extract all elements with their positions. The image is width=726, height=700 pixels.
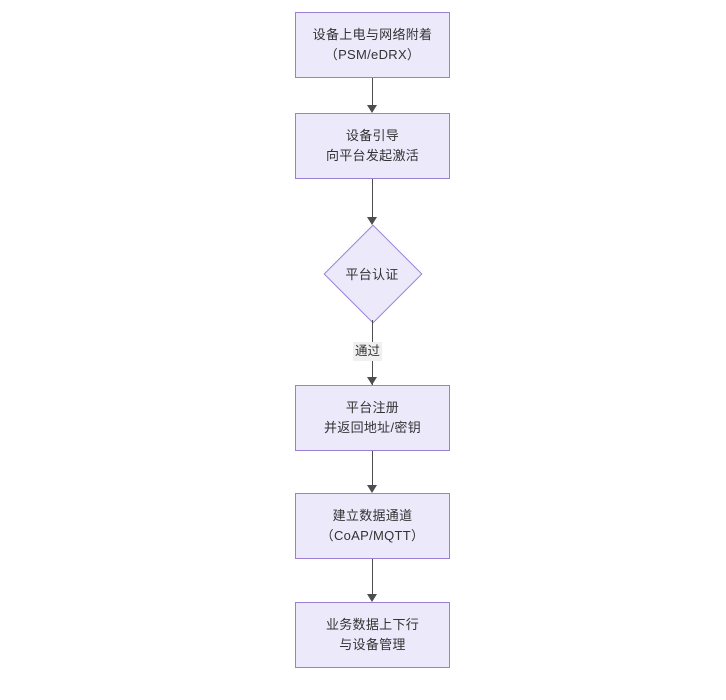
flow-node-device-power-on[interactable]: 设备上电与网络附着 （PSM/eDRX） [295,12,450,78]
flow-edge-label-pass: 通过 [353,342,383,361]
flow-node-line-1: 设备上电与网络附着 [312,27,433,42]
flow-node-line-2: 向平台发起激活 [325,148,420,163]
flow-edge-n2-n3-line [371,179,373,217]
flow-edge-n2-n3-arrowhead [367,217,377,225]
flow-node-platform-register[interactable]: 平台注册 并返回地址/密钥 [295,385,450,451]
flow-edge-n3-n4-arrowhead [367,377,377,385]
flow-node-line-1: 业务数据上下行 [325,617,420,632]
flow-node-line-2: 并返回地址/密钥 [323,420,421,435]
flow-node-establish-data-channel[interactable]: 建立数据通道 （CoAP/MQTT） [295,493,450,559]
flow-node-line-2: （PSM/eDRX） [324,47,421,62]
flow-edge-n5-n6-arrowhead [367,594,377,602]
flow-edge-n1-n2-arrowhead [367,105,377,113]
flow-node-line-1: 设备引导 [345,128,400,143]
flow-node-device-bootstrap[interactable]: 设备引导 向平台发起激活 [295,113,450,179]
flow-edge-n4-n5-line [371,451,373,486]
flow-node-business-data-and-device-management[interactable]: 业务数据上下行 与设备管理 [295,602,450,668]
flow-edge-n4-n5-arrowhead [367,485,377,493]
flow-node-line-2: （CoAP/MQTT） [320,528,425,543]
flow-node-line-1: 平台认证 [345,266,399,282]
flow-edge-n1-n2-line [371,78,373,105]
flow-node-line-1: 建立数据通道 [332,508,413,523]
flow-node-platform-auth-decision[interactable]: 平台认证 [323,224,423,324]
flow-edge-n5-n6-line [371,559,373,594]
flow-node-line-2: 与设备管理 [339,637,406,652]
flow-node-line-1: 平台注册 [345,400,400,415]
